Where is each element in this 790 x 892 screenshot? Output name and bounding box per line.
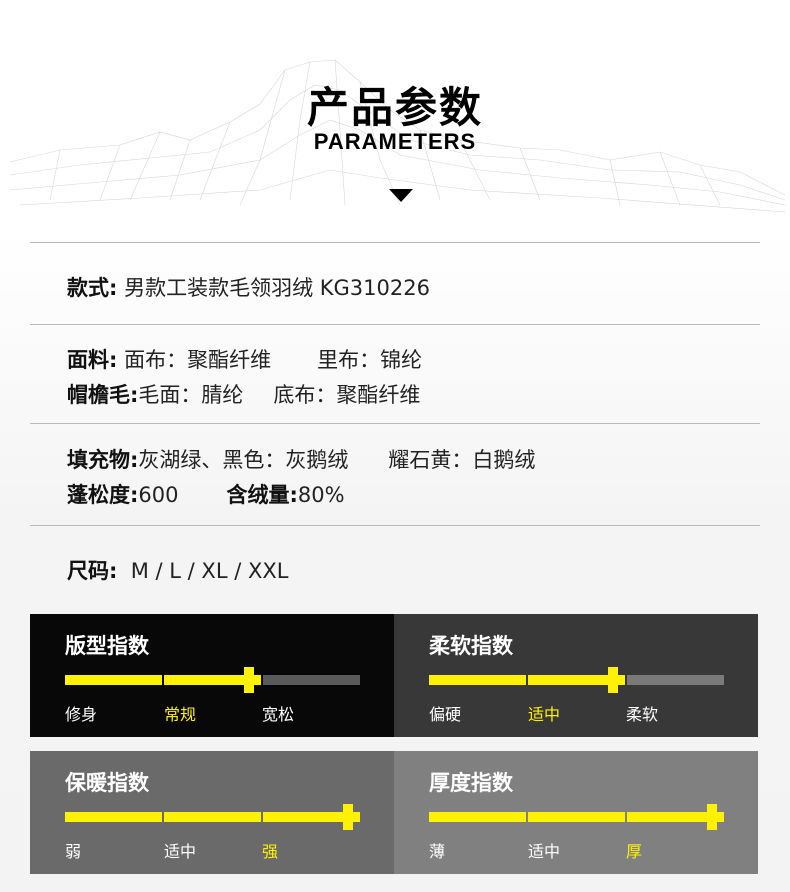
index-bar-segment: [65, 675, 162, 685]
spec-size: 尺码: M / L / XL / XXL: [67, 555, 288, 585]
index-label: 厚: [626, 842, 643, 861]
spec-hood-fur: 帽檐毛:毛面：腈纶 底布：聚酯纤维: [67, 379, 420, 409]
index-bar-segment: [627, 812, 724, 822]
index-bar-segment: [263, 675, 360, 685]
index-bar-segment: [429, 812, 526, 822]
spec-value: 80%: [297, 483, 345, 507]
spec-label: 尺码:: [67, 559, 118, 583]
spec-sublabel: 毛面：: [138, 383, 202, 407]
page-title: 产品参数: [306, 83, 483, 132]
index-bar-segment: [164, 812, 261, 822]
spec-style: 款式: 男款工装款毛领羽绒 KG310226: [67, 272, 430, 302]
spec-sublabel: 灰湖绿、黑色：: [138, 448, 286, 472]
index-slider-knob: [343, 804, 353, 830]
spec-sublabel: 面布：: [124, 348, 188, 372]
index-bar-segment: [164, 675, 261, 685]
index-label: 宽松: [262, 705, 295, 724]
spec-value: 600: [138, 483, 179, 507]
index-label: 弱: [65, 842, 82, 861]
spec-fabric: 面料: 面布：聚酯纤维 里布：锦纶: [67, 344, 422, 374]
index-slider-knob: [608, 667, 618, 693]
index-bar-cap: [350, 812, 360, 822]
wireframe-mountain-graphic: [9, 59, 786, 213]
spec-value: 男款工装款毛领羽绒 KG310226: [124, 276, 430, 300]
divider: [30, 423, 760, 424]
index-title: 柔软指数: [429, 634, 513, 658]
index-label: 常规: [164, 705, 197, 724]
index-title: 版型指数: [65, 634, 149, 658]
index-slider-knob: [707, 804, 717, 830]
header-banner: 产品参数 PARAMETERS: [0, 0, 790, 235]
index-bar-segment: [627, 675, 724, 685]
index-label: 修身: [65, 705, 98, 724]
index-label: 柔软: [626, 705, 659, 724]
index-slider-knob: [244, 667, 254, 693]
spec-sublabel: 里布：: [317, 348, 381, 372]
spec-value: 灰鹅绒: [285, 448, 349, 472]
page-subtitle: PARAMETERS: [313, 129, 477, 154]
spec-label: 帽檐毛:: [67, 383, 139, 407]
spec-value: 聚酯纤维: [187, 348, 272, 372]
index-title: 厚度指数: [429, 771, 513, 795]
index-bar-segment: [528, 812, 625, 822]
index-panel: 柔软指数偏硬 适中 柔软: [394, 614, 758, 737]
spec-filling: 填充物:灰湖绿、黑色：灰鹅绒 耀石黄：白鹅绒: [67, 444, 535, 474]
divider: [30, 324, 760, 325]
spec-value: 白鹅绒: [472, 448, 536, 472]
index-label: 偏硬: [429, 705, 462, 724]
spec-sublabel: 耀石黄：: [388, 448, 473, 472]
index-bar-cap: [714, 812, 724, 822]
spec-label: 面料:: [67, 348, 118, 372]
divider: [30, 242, 760, 243]
index-panel: 版型指数修身 常规 宽松: [30, 614, 394, 737]
triangle-down-icon: [389, 189, 413, 202]
index-label: 薄: [429, 842, 446, 861]
index-bar-segment: [528, 675, 625, 685]
spec-fill-power: 蓬松度:600 含绒量:80%: [67, 479, 345, 509]
index-bar-segment: [65, 812, 162, 822]
index-label: 适中: [528, 705, 561, 724]
index-title: 保暖指数: [65, 771, 149, 795]
spec-value: 聚酯纤维: [336, 383, 421, 407]
spec-label: 填充物:: [67, 448, 139, 472]
spec-value: M / L / XL / XXL: [130, 559, 289, 583]
spec-label: 含绒量:: [226, 483, 298, 507]
divider: [30, 525, 760, 526]
spec-value: 腈纶: [201, 383, 244, 407]
spec-value: 锦纶: [380, 348, 423, 372]
index-label: 适中: [164, 842, 197, 861]
index-label: 强: [262, 842, 279, 861]
index-label: 适中: [528, 842, 561, 861]
spec-label: 款式:: [67, 276, 118, 300]
index-panel: 厚度指数薄 适中 厚: [394, 751, 758, 874]
index-bar-segment: [429, 675, 526, 685]
index-panel: 保暖指数弱 适中 强: [30, 751, 394, 874]
index-bar-segment: [263, 812, 360, 822]
spec-sublabel: 底布：: [273, 383, 337, 407]
spec-label: 蓬松度:: [67, 483, 139, 507]
